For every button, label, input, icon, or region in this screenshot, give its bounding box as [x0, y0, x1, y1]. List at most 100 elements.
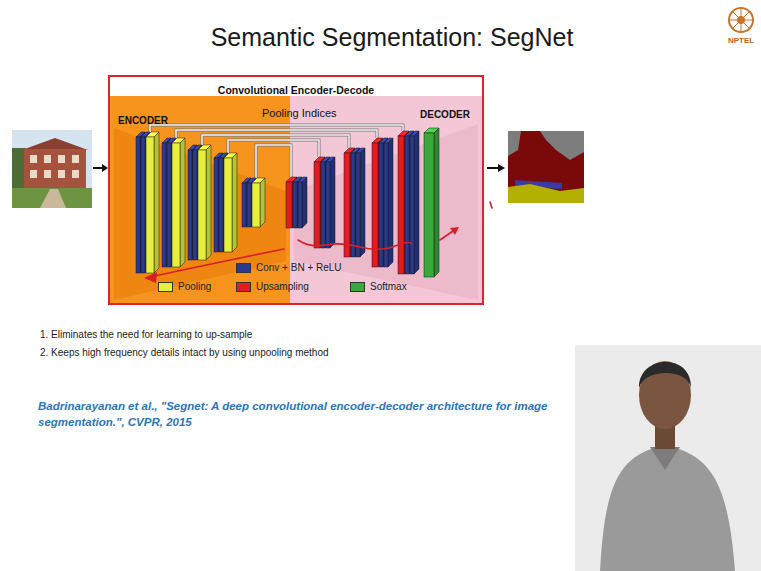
slab-front — [188, 150, 192, 260]
slab-front — [214, 158, 218, 252]
logo-text: NPTEL — [725, 35, 757, 46]
slab-side — [350, 148, 355, 257]
slab-side — [409, 131, 414, 274]
collar — [650, 447, 680, 470]
slab-front — [193, 150, 197, 260]
slab-side — [206, 145, 211, 260]
legend-item: Upsampling — [236, 281, 309, 293]
slab-side — [192, 145, 197, 260]
nptel-logo — [729, 8, 753, 32]
annotation-head — [144, 272, 157, 283]
legend-item: Pooling — [158, 281, 211, 293]
head — [639, 361, 691, 429]
legend-item: Conv + BN + ReLU — [236, 262, 342, 274]
legend-text: Pooling — [178, 281, 211, 293]
annotation-head — [450, 227, 459, 235]
pooling-index-line — [228, 140, 319, 157]
slab-side — [320, 157, 325, 248]
list-item-frame: 2. Keeps high frequency details intact b… — [40, 346, 560, 360]
slab-front — [141, 137, 145, 273]
input-image — [12, 130, 92, 208]
list-item-frame: 1. Eliminates the need for learning to u… — [40, 328, 560, 342]
hair — [639, 362, 691, 388]
network-layers — [136, 125, 439, 277]
block-heading: DECODER — [420, 109, 470, 120]
citation: Badrinarayanan et al., "Segnet: A deep c… — [38, 398, 598, 430]
pooling-label: Pooling Indices — [262, 106, 358, 121]
slab-side — [166, 138, 171, 267]
output-segmentation — [508, 131, 584, 203]
segment-sky — [540, 131, 584, 160]
logo-spokes — [730, 9, 752, 31]
slab-front — [162, 143, 166, 267]
slab-front — [398, 136, 404, 274]
legend-text: Conv + BN + ReLU — [256, 262, 342, 274]
citation-frame: Badrinarayanan et al., "Segnet: A deep c… — [38, 398, 598, 430]
legend-item: Softmax — [350, 281, 407, 293]
slab-front — [242, 183, 246, 227]
pooling-index-line — [256, 145, 291, 178]
pooling-index-line — [228, 140, 319, 157]
path — [40, 189, 66, 208]
input-arrow — [93, 167, 103, 169]
window — [72, 170, 79, 178]
legend-swatch — [236, 263, 251, 273]
funnel-polygon — [114, 128, 286, 300]
slab-side — [218, 153, 223, 252]
window — [58, 170, 65, 178]
list-item: 2. Keeps high frequency details intact b… — [40, 346, 560, 360]
slab-front — [224, 158, 232, 252]
slab-side — [297, 177, 302, 228]
lawn — [12, 188, 92, 208]
slab-side — [232, 153, 237, 252]
window — [30, 170, 37, 178]
slab-front — [172, 143, 180, 267]
slab-front — [219, 158, 223, 252]
slab-side — [260, 178, 265, 227]
building — [24, 149, 86, 189]
slab-front — [356, 153, 360, 257]
legend-text: Upsampling — [256, 281, 309, 293]
slab-side — [302, 177, 307, 228]
slab-side — [378, 138, 383, 267]
slab-side — [180, 138, 185, 267]
list-item: 1. Eliminates the need for learning to u… — [40, 328, 560, 342]
annotation-stroke — [298, 240, 412, 249]
slab-front — [146, 137, 154, 273]
slab-front — [286, 182, 292, 228]
pooling-label-frame: Pooling Indices — [262, 106, 358, 121]
legend-text: Softmax — [370, 281, 407, 293]
slab-side — [330, 157, 335, 248]
video-ground — [575, 345, 761, 571]
slab-front — [424, 133, 434, 277]
segment-ground — [508, 184, 584, 203]
window — [72, 155, 79, 163]
slab-front — [344, 153, 350, 257]
funnel-polygon — [294, 124, 478, 300]
arrow-head — [102, 164, 108, 172]
window — [30, 155, 37, 163]
slide-title-frame: Semantic Segmentation: SegNet — [150, 20, 634, 55]
legend-swatch — [350, 282, 365, 292]
slab-side — [355, 148, 360, 257]
arrow-head — [498, 164, 505, 172]
slab-side — [325, 157, 330, 248]
sky — [12, 130, 92, 208]
shirt — [600, 445, 735, 571]
legend-swatch — [158, 282, 173, 292]
logo-text-frame: NPTEL — [725, 35, 757, 46]
slab-front — [136, 137, 140, 273]
slab-side — [292, 177, 297, 228]
slab-front — [198, 150, 206, 260]
slab-front — [326, 162, 330, 248]
window — [44, 155, 51, 163]
window — [58, 155, 65, 163]
slab-side — [414, 131, 419, 274]
slab-front — [298, 182, 302, 228]
slab-front — [410, 136, 414, 274]
slab-front — [351, 153, 355, 257]
segment-building — [508, 131, 584, 203]
block-heading: ENCODER — [118, 115, 168, 126]
slab-front — [247, 183, 251, 227]
